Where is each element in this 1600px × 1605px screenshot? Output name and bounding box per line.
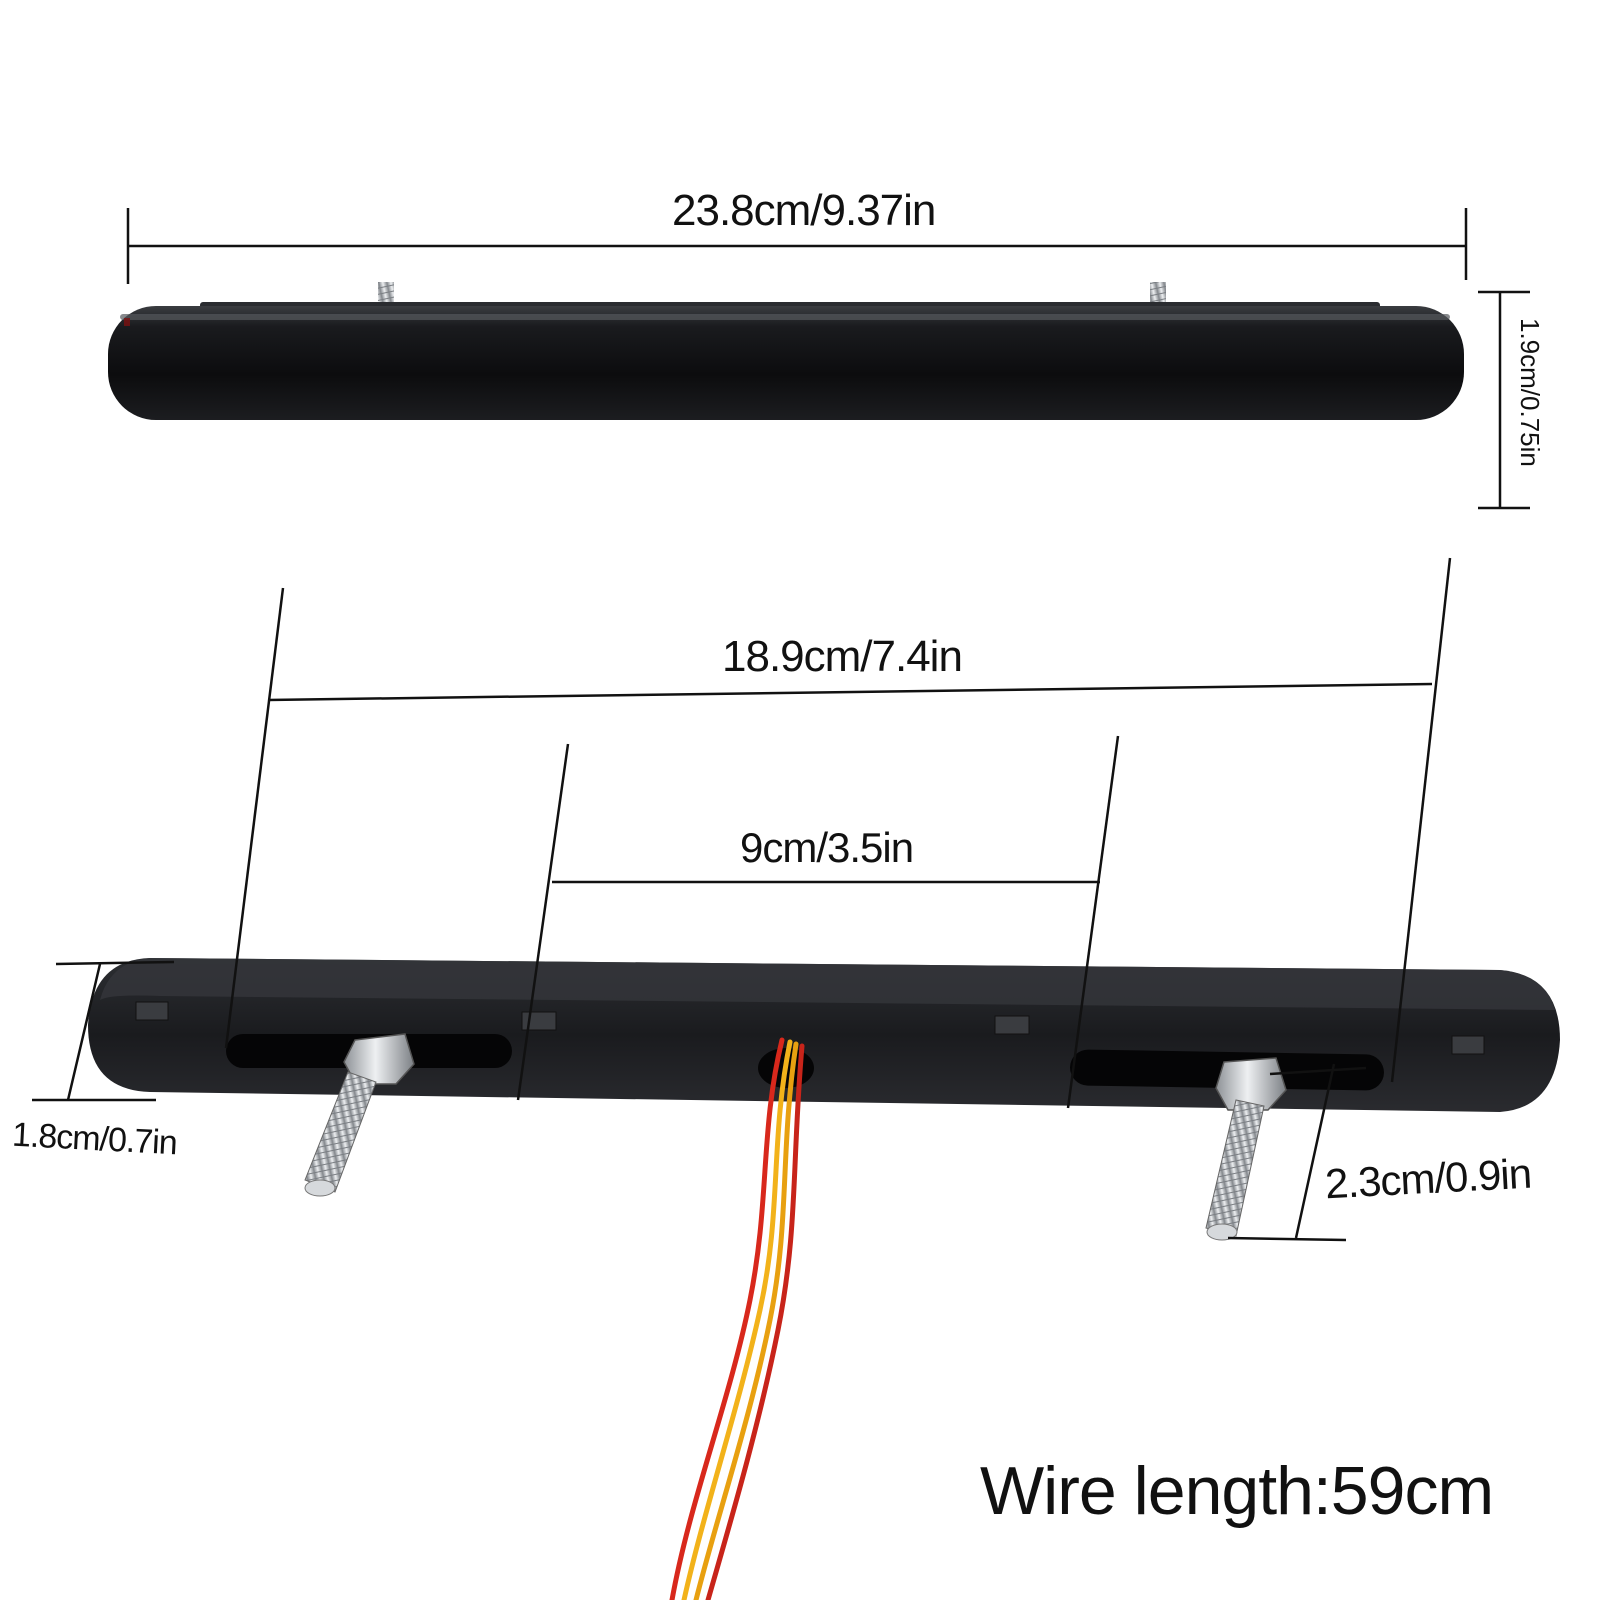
rear-housing-top-face xyxy=(100,958,1555,1010)
wire-amber xyxy=(693,1041,799,1603)
inner-span-label: 9cm/3.5in xyxy=(740,824,914,871)
wire-yellow xyxy=(681,1039,793,1603)
top-lens-highlight xyxy=(120,314,1450,320)
top-dimension-lines xyxy=(126,208,1530,510)
depth-tick-top xyxy=(55,960,175,966)
light-bar-top-view xyxy=(108,282,1464,420)
wire-red-2 xyxy=(705,1043,805,1603)
inner-span-tick-left xyxy=(516,743,570,1101)
inner-span-tick-right xyxy=(1066,735,1120,1109)
wire-length-label: Wire length:59cm xyxy=(980,1453,1494,1529)
mount-span-line xyxy=(267,682,1433,702)
height-label: 1.9cm/0.75in xyxy=(1515,318,1545,467)
mount-span-tick-left xyxy=(224,587,285,1049)
bolt-length-tick-bottom xyxy=(1227,1236,1347,1242)
light-bar-rear-view xyxy=(88,958,1560,1603)
mount-span-tick-right xyxy=(1390,557,1452,1083)
total-length-label: 23.8cm/9.37in xyxy=(672,186,936,235)
bolt-length-line xyxy=(1294,1063,1336,1239)
wire-harness xyxy=(669,1037,805,1603)
bottom-dimension-lines xyxy=(32,557,1452,1242)
depth-line xyxy=(66,963,102,1101)
mounting-span-label: 18.9cm/7.4in xyxy=(722,632,963,681)
top-lens-body xyxy=(108,306,1464,420)
bolt-length-tick-top xyxy=(1269,1066,1367,1076)
bolt-right xyxy=(1205,1057,1287,1241)
top-red-edge xyxy=(124,318,130,326)
wire-red xyxy=(669,1037,785,1603)
bolt-left xyxy=(304,1033,415,1197)
